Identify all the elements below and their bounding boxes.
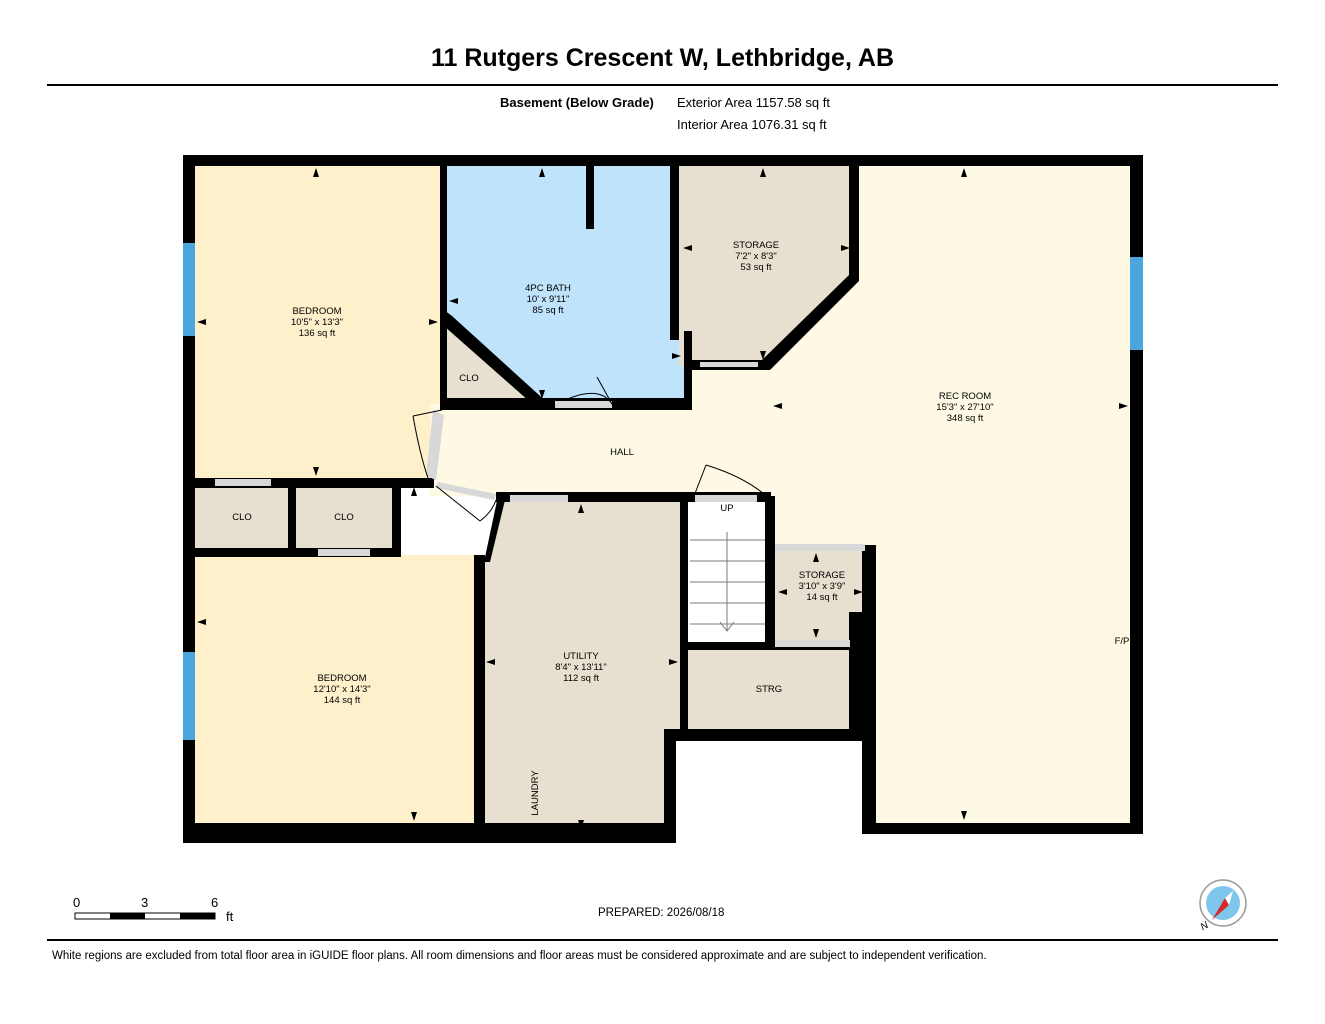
windows	[183, 243, 1143, 740]
page-title: 11 Rutgers Crescent W, Lethbridge, AB	[430, 44, 895, 72]
rec-room-dims: 15'3" x 27'10"	[936, 402, 993, 413]
scale-unit: ft	[226, 909, 234, 924]
bedroom-2-name: BEDROOM	[317, 673, 366, 684]
hall-label: HALL	[610, 447, 634, 458]
walls	[183, 155, 1143, 843]
strg-fill	[687, 647, 852, 729]
laundry-label: LAUNDRY	[530, 770, 541, 816]
bath-dims: 10' x 9'11"	[527, 294, 570, 305]
door-swings	[412, 376, 765, 522]
scale-tick-6: 6	[211, 895, 219, 910]
storage-2-dims: 3'10" x 3'9"	[799, 581, 846, 592]
header-rule	[47, 84, 1278, 86]
bedroom-2-dims: 12'10" x 14'3"	[313, 684, 370, 695]
clo-2-label: CLO	[334, 512, 354, 523]
footer-rule	[47, 939, 1278, 941]
prepared-date: PREPARED: 2026/08/18	[598, 907, 725, 919]
hall-fill	[430, 404, 690, 496]
bedroom-1-dims: 10'5" x 13'3"	[291, 317, 343, 328]
strg-label: STRG	[756, 684, 782, 695]
clo-1-fill	[192, 486, 288, 548]
fireplace-label: F/P	[1115, 636, 1130, 647]
utility-name: UTILITY	[563, 651, 599, 662]
window-bedroom-2	[183, 652, 195, 740]
clo-bath-label: CLO	[459, 373, 479, 384]
bath-area: 85 sq ft	[532, 305, 564, 316]
window-rec-room	[1130, 257, 1143, 350]
storage-1-name: STORAGE	[733, 240, 779, 251]
storage-2-area: 14 sq ft	[806, 592, 838, 603]
stairs	[690, 532, 765, 632]
rec-room-area: 348 sq ft	[947, 413, 984, 424]
floor-name: Basement (Below Grade)	[500, 95, 654, 110]
bedroom-1-fill	[192, 165, 442, 479]
scale-tick-0: 0	[73, 895, 81, 910]
clo-2-fill	[296, 486, 394, 548]
utility-dims: 8'4" x 13'11"	[555, 662, 606, 673]
bath-name: 4PC BATH	[525, 283, 571, 294]
bath-fill	[444, 165, 684, 404]
exterior-area: Exterior Area 1157.58 sq ft	[677, 95, 830, 110]
bedroom-2-area: 144 sq ft	[324, 695, 361, 706]
utility-area: 112 sq ft	[563, 673, 599, 684]
stairs-up-label: UP	[720, 503, 733, 514]
storage-1-dims: 7'2" x 8'3"	[735, 251, 777, 262]
scale-tick-3: 3	[141, 895, 149, 910]
utility-fill	[484, 500, 680, 832]
door-openings	[215, 362, 865, 647]
room-fills	[192, 165, 1133, 832]
scale-bar	[74, 912, 216, 920]
bedroom-1-area: 136 sq ft	[299, 328, 336, 339]
rec-room-name: REC ROOM	[939, 391, 991, 402]
compass-icon	[1199, 879, 1247, 927]
dimension-arrows	[197, 168, 1128, 829]
rec-fill	[690, 165, 1133, 826]
interior-area: Interior Area 1076.31 sq ft	[677, 117, 827, 132]
bedroom-2-fill	[192, 555, 476, 823]
storage-1-area: 53 sq ft	[740, 262, 772, 273]
window-bedroom-1	[183, 243, 195, 336]
bedroom-1-name: BEDROOM	[292, 306, 341, 317]
clo-1-label: CLO	[232, 512, 252, 523]
disclaimer: White regions are excluded from total fl…	[52, 950, 987, 962]
storage-2-name: STORAGE	[799, 570, 845, 581]
